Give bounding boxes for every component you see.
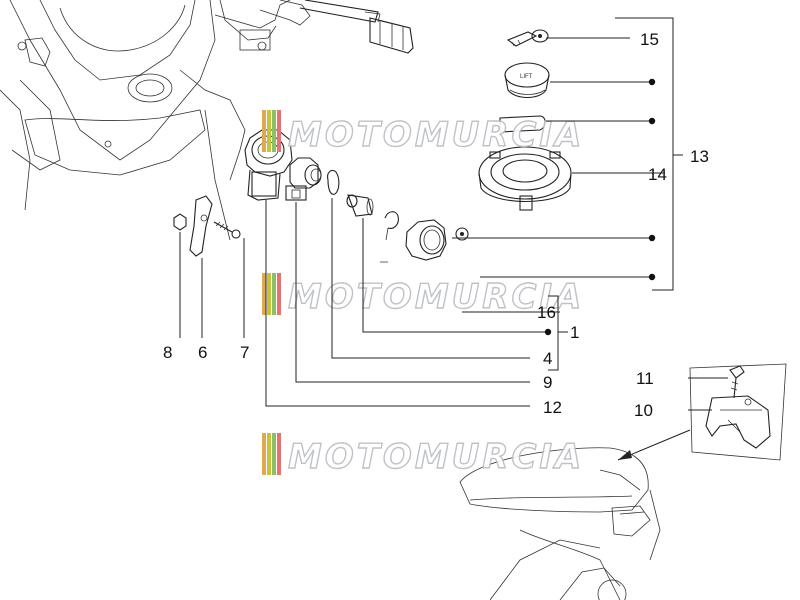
seat-hinge-inset bbox=[689, 363, 787, 461]
part-label-8: 8 bbox=[163, 343, 172, 362]
key bbox=[506, 29, 549, 47]
watermark-bottom: MOTOMURCIA bbox=[262, 433, 584, 478]
part-label-13: 13 bbox=[690, 147, 709, 166]
watermark-top: MOTOMURCIA bbox=[262, 110, 584, 156]
bracket-nut bbox=[173, 213, 187, 231]
part-label-1: 1 bbox=[570, 323, 579, 342]
part-label-12: 12 bbox=[543, 398, 562, 417]
part-label-10: 10 bbox=[634, 401, 653, 420]
cap-seal bbox=[499, 115, 546, 133]
part-label-9: 9 bbox=[543, 373, 552, 392]
part-label-15: 15 bbox=[640, 30, 659, 49]
clip-part bbox=[327, 169, 340, 195]
bracket-screw bbox=[213, 221, 241, 239]
lock-cylinder bbox=[285, 157, 322, 201]
filler-ring bbox=[478, 146, 572, 211]
fuel-cap: LIFT bbox=[504, 62, 550, 99]
part-label-7: 7 bbox=[240, 343, 249, 362]
leader-lines bbox=[179, 17, 728, 411]
hinge-pointer-arrow bbox=[618, 450, 632, 460]
scooter-rear-outline bbox=[459, 447, 661, 600]
watermark-middle: MOTOMURCIA bbox=[262, 273, 584, 318]
scooter-front-outline bbox=[0, 0, 414, 241]
svg-text:MOTOMURCIA: MOTOMURCIA bbox=[288, 277, 584, 317]
svg-text:MOTOMURCIA: MOTOMURCIA bbox=[288, 437, 584, 477]
part-label-6: 6 bbox=[198, 343, 207, 362]
lock-barrel-assembly bbox=[405, 219, 447, 261]
part-label-14: 14 bbox=[648, 165, 667, 184]
leader-dots bbox=[544, 78, 656, 336]
part-label-4: 4 bbox=[543, 349, 552, 368]
cap-label: LIFT bbox=[520, 74, 533, 80]
part-label-11: 11 bbox=[636, 369, 654, 388]
svg-text:MOTOMURCIA: MOTOMURCIA bbox=[288, 115, 584, 155]
part-label-16: 16 bbox=[537, 303, 556, 322]
bushing-part bbox=[346, 194, 374, 217]
washer bbox=[455, 227, 469, 241]
mount-bracket bbox=[189, 195, 213, 257]
part-labels: 15 13 14 16 1 4 9 12 8 6 7 11 10 bbox=[163, 30, 709, 420]
spring-clip bbox=[380, 211, 399, 263]
hinge-screw bbox=[729, 365, 745, 399]
